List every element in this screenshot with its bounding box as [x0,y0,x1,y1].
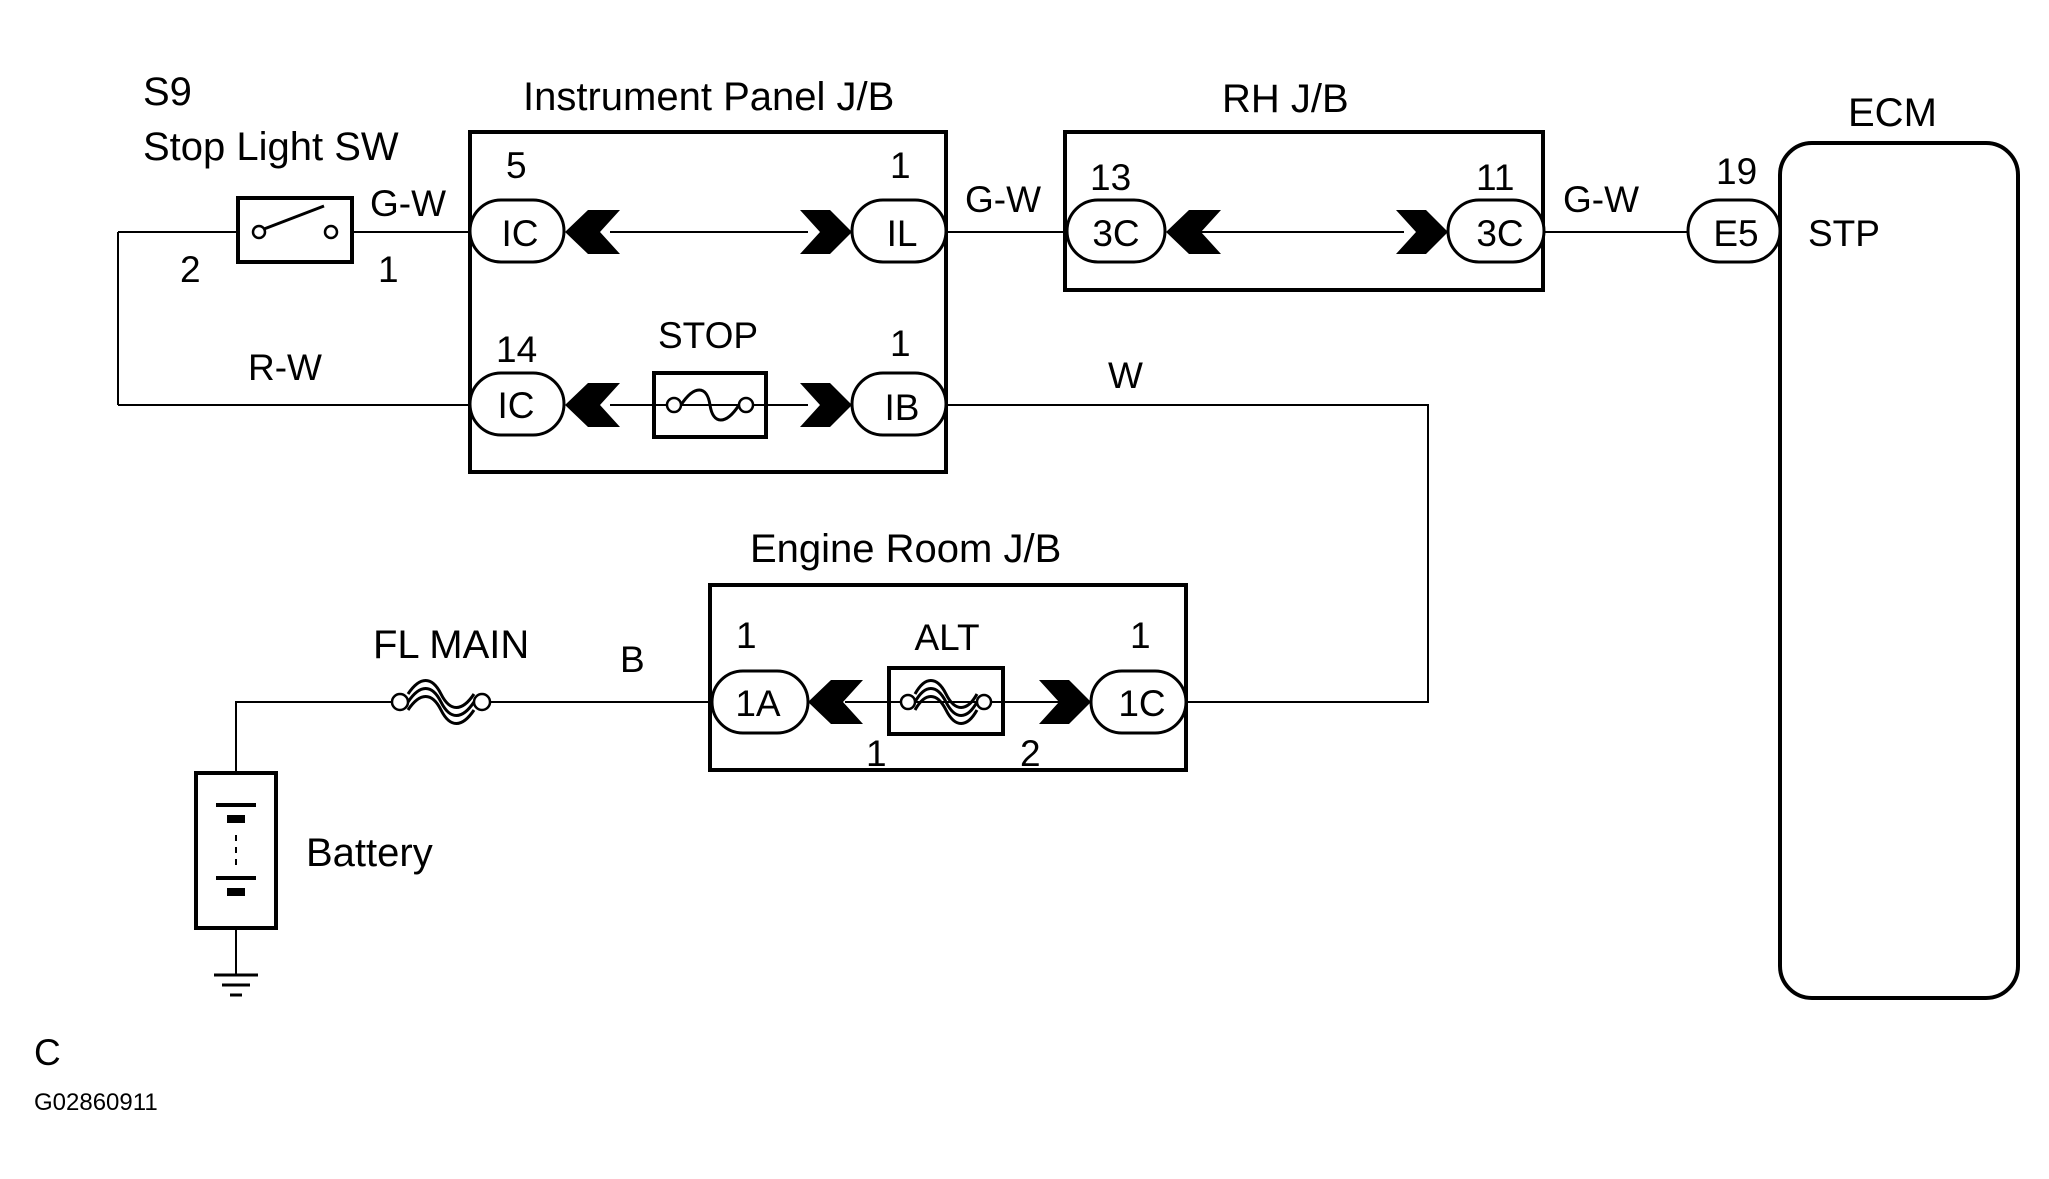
stop-light-switch: S9 Stop Light SW 2 1 [143,70,399,290]
erjb-fuse-terminal-right [975,693,993,711]
fusible-link-icon-line-2 [913,679,979,709]
erjb-fuse-terminal-left [899,693,917,711]
rh-jb: RH J/B 13 3C 11 3C [1063,77,1546,292]
ecm-connector-e5 [1686,198,1782,264]
wire-label-r-w: R-W [248,347,322,388]
fl-main-terminal-left [390,692,410,712]
ipjb-fuse-terminal-left [665,396,683,414]
ipjb-connector-il [850,198,948,264]
erjb-pin-right: 1 [1130,615,1151,656]
ipjb-pin-lower-right: 1 [890,323,911,364]
switch-blade-icon [263,204,325,231]
battery: Battery [194,771,433,930]
rhjb-arrow-left-icon [1166,210,1221,254]
rhjb-connector-3c-left-label: 3C [1092,213,1139,254]
engine-room-jb: Engine Room J/B 1 1A ALT 1 2 1 1C [708,527,1188,774]
fusible-link-main-icon [406,687,476,717]
ipjb-box [468,130,948,474]
switch-contact-left [251,224,267,240]
ipjb-connector-ib-label: IB [885,387,920,428]
ipjb-fuse-stop-box [652,371,768,439]
erjb-fuse-alt-box [887,666,1005,736]
rhjb-connector-3c-right-label: 3C [1476,213,1523,254]
switch-box [236,196,354,264]
rhjb-arrow-right-icon [1396,210,1448,254]
section-letter: C [34,1032,61,1073]
erjb-fuse-alt-label: ALT [914,617,979,658]
wire-battery-positive [235,701,400,773]
fuse-icon [679,388,741,422]
ipjb-arrow-upper-left-icon [565,210,620,254]
ecm-pin: 19 [1716,151,1757,192]
rhjb-pin-left: 13 [1090,157,1131,198]
fusible-link-main-icon-line-2 [406,679,476,709]
erjb-fuse-pin-right: 2 [1020,733,1041,774]
ipjb-connector-ic-upper [468,198,566,264]
ipjb-pin-lower-left: 14 [496,329,537,370]
ecm-box [1778,141,2020,1000]
ipjb-connector-ic-lower-label: IC [498,385,535,426]
ipjb-pin-upper-left: 5 [506,145,527,186]
erjb-box [708,583,1188,772]
rhjb-connector-3c-right [1446,198,1546,264]
switch-pin-right: 1 [378,249,399,290]
switch-contact-right [323,224,339,240]
wire-label-g-w-1: G-W [370,183,446,224]
switch-name: Stop Light SW [143,125,399,169]
ipjb-arrow-lower-left-icon [565,383,620,427]
figure-id: G02860911 [34,1089,158,1116]
ecm-title: ECM [1848,91,1937,135]
ipjb-connector-ib [850,371,948,437]
erjb-arrow-right-icon [1039,680,1091,724]
fusible-link-icon-line-3 [913,695,979,725]
fusible-link-icon [913,687,979,717]
ipjb-connector-ic-lower [468,371,566,437]
ipjb-fuse-terminal-right [737,396,755,414]
ipjb-pin-upper-right: 1 [890,145,911,186]
ecm-connector-e5-label: E5 [1713,213,1758,254]
erjb-pin-left: 1 [736,615,757,656]
fl-main-label: FL MAIN [373,623,529,667]
switch-pin-left: 2 [180,249,201,290]
wires [117,231,1688,975]
rhjb-pin-right: 11 [1476,157,1514,198]
erjb-arrow-left-icon [808,680,863,724]
rhjb-title: RH J/B [1222,77,1349,121]
battery-box [194,771,278,930]
rhjb-box [1063,130,1545,292]
wire-label-b: B [620,639,645,680]
wire-label-w: W [1108,355,1143,396]
erjb-fuse-pin-left: 1 [866,733,887,774]
rhjb-connector-3c-left [1065,198,1167,264]
fl-main-fuse: FL MAIN [373,623,529,725]
wire-w-ipjb-to-erjb [946,404,1429,703]
ipjb-connector-ic-upper-label: IC [502,213,539,254]
ipjb-arrow-upper-right-icon [800,210,852,254]
instrument-panel-jb: Instrument Panel J/B 5 IC 1 IL 14 IC STO… [468,75,948,474]
ipjb-title: Instrument Panel J/B [523,75,894,119]
fl-main-terminal-right [472,692,492,712]
erjb-title: Engine Room J/B [750,527,1061,571]
erjb-connector-1a-label: 1A [735,683,781,724]
erjb-connector-1c [1089,669,1188,735]
ipjb-connector-il-label: IL [887,213,918,254]
fusible-link-main-icon-line-3 [406,695,476,725]
erjb-connector-1c-label: 1C [1118,683,1165,724]
wire-label-g-w-2: G-W [965,179,1041,220]
ipjb-arrow-lower-right-icon [800,383,852,427]
ecm: ECM 19 E5 STP [1686,91,2020,1000]
ecm-terminal-stp: STP [1808,213,1880,254]
switch-code: S9 [143,70,192,114]
wire-label-g-w-3: G-W [1563,179,1639,220]
ground-icon [214,973,258,997]
ipjb-fuse-stop-label: STOP [658,315,758,356]
battery-label: Battery [306,831,433,875]
